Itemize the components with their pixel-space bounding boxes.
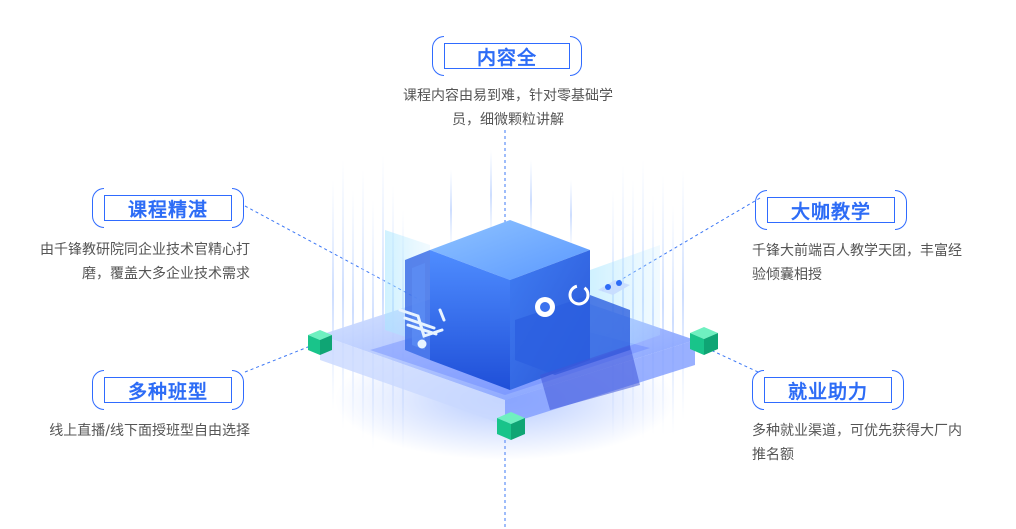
feature-desc-left-bottom: 线上直播/线下面授班型自由选择 — [4, 419, 250, 443]
desc-line: 推名额 — [752, 447, 794, 463]
link-icon — [598, 280, 630, 295]
desc-line: 多种就业渠道，可优先获得大厂内 — [752, 423, 962, 439]
feature-desc-left-top: 由千锋教研院同企业技术官精心打 磨，覆盖大多企业技术需求 — [4, 238, 250, 286]
cube-illustration — [308, 150, 718, 460]
connector-right-bottom — [699, 344, 759, 373]
desc-line: 千锋大前端百人教学天团，丰富经 — [752, 243, 962, 259]
connector-left-bottom — [244, 342, 319, 373]
feature-tag-left-bottom: 多种班型 — [92, 370, 244, 410]
desc-line: 由千锋教研院同企业技术官精心打 — [40, 242, 250, 258]
connector-right-top — [599, 197, 761, 293]
shutter-icon — [535, 297, 555, 317]
node-left — [308, 330, 332, 355]
feature-title-top: 内容全 — [476, 46, 537, 69]
node-bottom — [497, 412, 525, 440]
desc-line: 员，细微颗粒讲解 — [452, 112, 564, 128]
feature-tag-top: 内容全 — [432, 36, 582, 76]
feature-title-left-top: 课程精湛 — [127, 198, 208, 221]
refresh-icon — [568, 284, 590, 306]
feature-title-right-top: 大咖教学 — [790, 200, 871, 223]
desc-line: 磨，覆盖大多企业技术需求 — [82, 266, 250, 282]
feature-tag-left-top: 课程精湛 — [92, 188, 244, 228]
desc-line: 课程内容由易到难，针对零基础学 — [403, 88, 613, 104]
feature-title-right-bottom: 就业助力 — [787, 380, 868, 403]
feature-title-left-bottom: 多种班型 — [127, 380, 208, 403]
shopping-cart-icon — [398, 308, 446, 349]
desc-line: 线上直播/线下面授班型自由选择 — [49, 423, 250, 439]
node-right — [690, 327, 718, 355]
desc-line: 验倾囊相授 — [752, 267, 822, 283]
feature-desc-right-top: 千锋大前端百人教学天团，丰富经 验倾囊相授 — [752, 239, 1012, 287]
feature-tag-right-bottom: 就业助力 — [752, 370, 904, 410]
feature-tag-right-top: 大咖教学 — [755, 190, 907, 230]
feature-desc-top: 课程内容由易到难，针对零基础学 员，细微颗粒讲解 — [380, 84, 636, 132]
feature-desc-right-bottom: 多种就业渠道，可优先获得大厂内 推名额 — [752, 419, 1012, 467]
